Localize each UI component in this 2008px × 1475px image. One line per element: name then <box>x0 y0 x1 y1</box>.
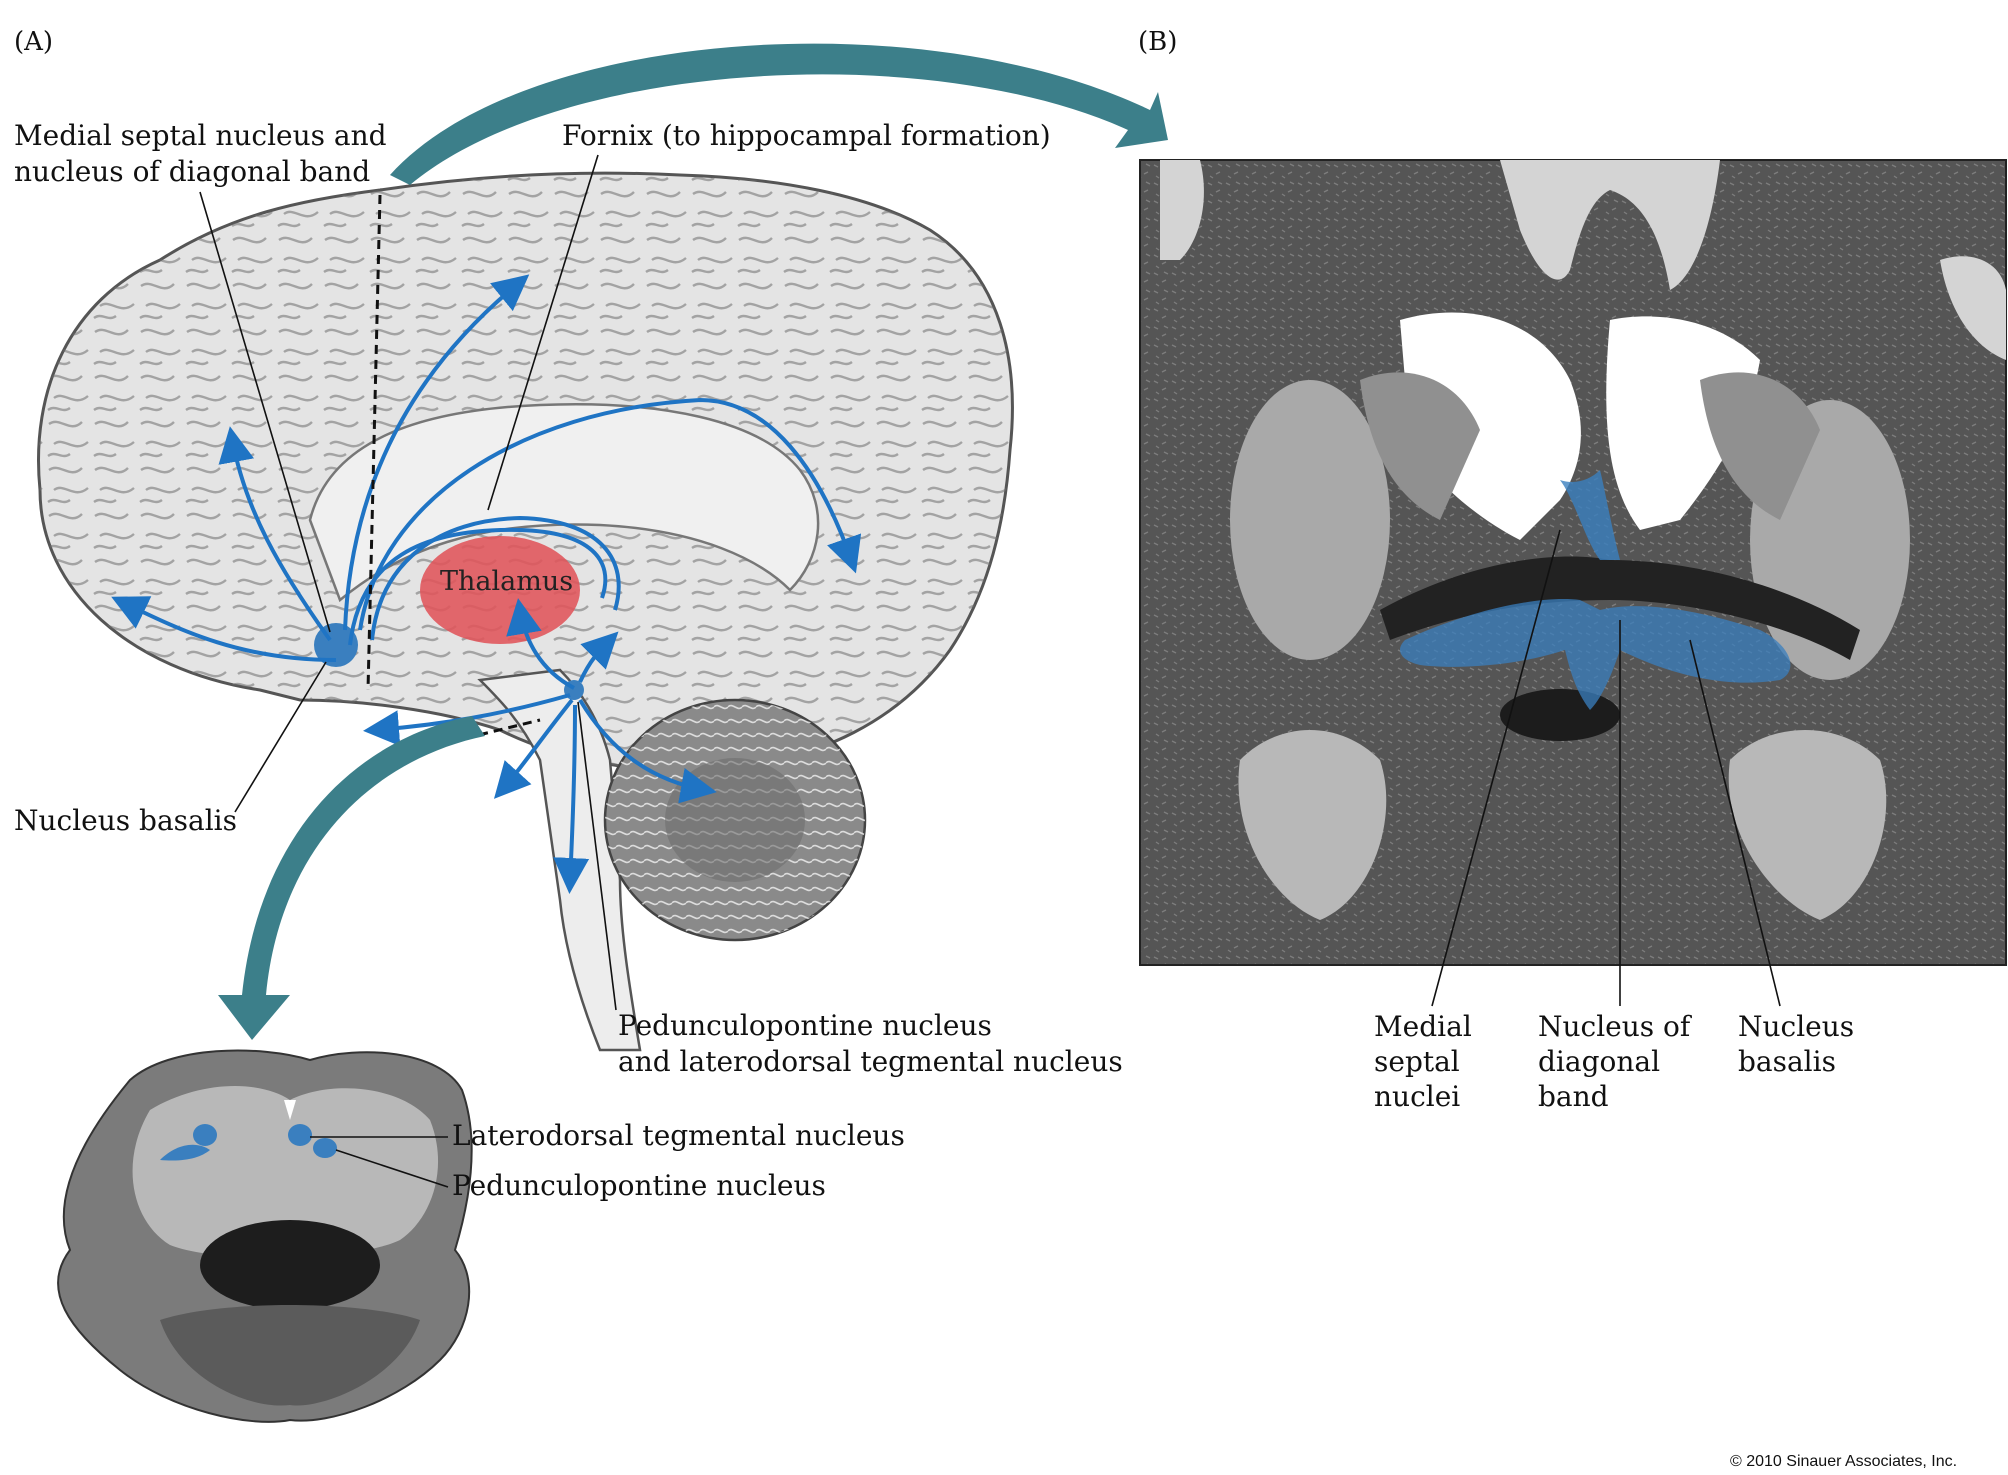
brainstem-projection-arrows <box>363 598 717 894</box>
ppn-brainstem-label: Pedunculopontine nucleus <box>452 1169 826 1202</box>
medial-septal-label-line2: nucleus of diagonal band <box>14 155 370 188</box>
medial-septal-label-line1: Medial septal nucleus and <box>14 119 387 152</box>
panel-a-leader-lines <box>199 154 617 1011</box>
ldt-label: Laterodorsal tegmental nucleus <box>452 1119 905 1152</box>
fornix-label: Fornix (to hippocampal formation) <box>562 119 1051 152</box>
svg-text:nuclei: nuclei <box>1374 1080 1460 1113</box>
copyright-notice: © 2010 Sinauer Associates, Inc. <box>1730 1453 1957 1470</box>
ldt-nucleus-left <box>193 1124 217 1146</box>
diagonal-band-and-basalis-region <box>1400 599 1791 710</box>
medial-septal-nuclei-label: Medial septal nuclei <box>1374 1010 1472 1113</box>
coronal-section-line <box>366 194 382 691</box>
panel-b-leader-lines <box>1431 529 1781 1007</box>
thalamus-label: Thalamus <box>440 566 573 597</box>
ppn-label-line2: and laterodorsal tegmental nucleus <box>618 1045 1123 1078</box>
svg-text:diagonal: diagonal <box>1538 1045 1660 1078</box>
ppn-nucleus-right <box>313 1138 337 1158</box>
ldt-nucleus-right <box>288 1124 312 1146</box>
coronal-section-image <box>1139 159 2007 966</box>
arrow-to-brainstem-section <box>218 716 485 1040</box>
nucleus-basalis-label: Nucleus basalis <box>14 804 237 837</box>
nucleus-basalis-b-label: Nucleus basalis <box>1738 1010 1854 1078</box>
panel-b-label: (B) <box>1138 27 1177 57</box>
svg-text:Nucleus: Nucleus <box>1738 1010 1854 1043</box>
diagonal-band-label: Nucleus of diagonal band <box>1538 1010 1693 1113</box>
brainstem-leader-lines <box>310 1136 449 1188</box>
cerebellum <box>603 698 867 942</box>
brainstem-section-image <box>57 1049 473 1423</box>
ppn-nucleus-left <box>160 1144 210 1161</box>
panel-a-label: (A) <box>14 27 53 57</box>
svg-text:Medial: Medial <box>1374 1010 1472 1043</box>
arrow-to-panel-b <box>390 43 1168 185</box>
medial-septal-nuclei-region <box>1560 470 1620 560</box>
svg-text:septal: septal <box>1374 1045 1460 1078</box>
ppn-label-line1: Pedunculopontine nucleus <box>618 1009 992 1042</box>
svg-text:band: band <box>1538 1080 1609 1113</box>
medial-brain-illustration: Thalamus <box>37 171 1014 1052</box>
svg-text:Nucleus of: Nucleus of <box>1538 1010 1693 1043</box>
fornix <box>370 515 621 641</box>
corpus-callosum <box>308 403 820 603</box>
svg-text:basalis: basalis <box>1738 1045 1836 1078</box>
